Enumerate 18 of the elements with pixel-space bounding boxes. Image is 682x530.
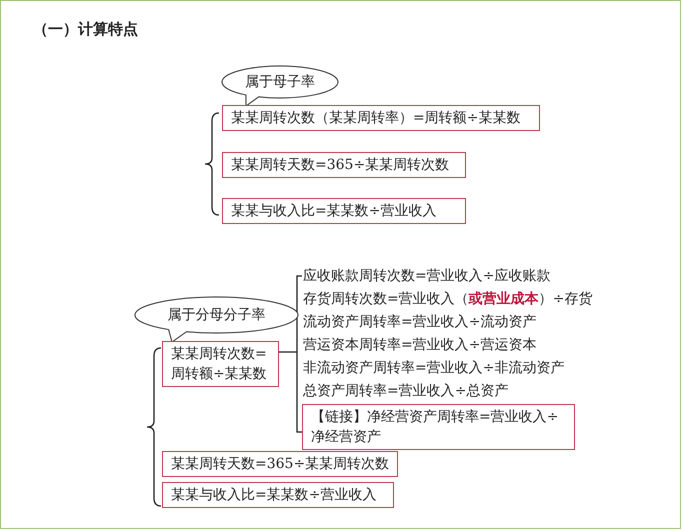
formula-box: 某某与收入比=某某数÷营业收入: [222, 198, 466, 224]
formula-text: 非流动资产周转率=营业收入÷非流动资产: [303, 359, 564, 378]
formula-text: 存货周转次数=营业收入（或营业成本）÷存货: [303, 290, 592, 309]
heading: （一）计算特点: [33, 20, 138, 39]
formula-text: 总资产周转率=营业收入÷总资产: [303, 382, 508, 401]
speech-bubble: [133, 295, 300, 344]
bubble-text: 属于母子率: [244, 73, 316, 92]
formula-box: 某某周转次数（某某周转率）=周转额÷某某数: [222, 105, 540, 131]
formula-box: 某某周转次数=周转额÷某某数: [162, 341, 279, 387]
speech-bubble: [220, 64, 340, 108]
formula-text: 流动资产周转率=营业收入÷流动资产: [303, 313, 536, 332]
formula-box: 某某周转天数=365÷某某周转次数: [162, 451, 398, 477]
formula-box: 某某与收入比=某某数÷营业收入: [162, 482, 394, 508]
formula-box: 【链接】净经营资产周转率=营业收入÷净经营资产: [302, 404, 575, 450]
formula-text: 营运资本周转率=营业收入÷营运资本: [303, 336, 536, 355]
bubble-text: 属于分母分子率: [166, 306, 266, 325]
formula-box: 某某周转天数=365÷某某周转次数: [222, 152, 466, 178]
formula-text: 应收账款周转次数=营业收入÷应收账款: [303, 267, 550, 286]
